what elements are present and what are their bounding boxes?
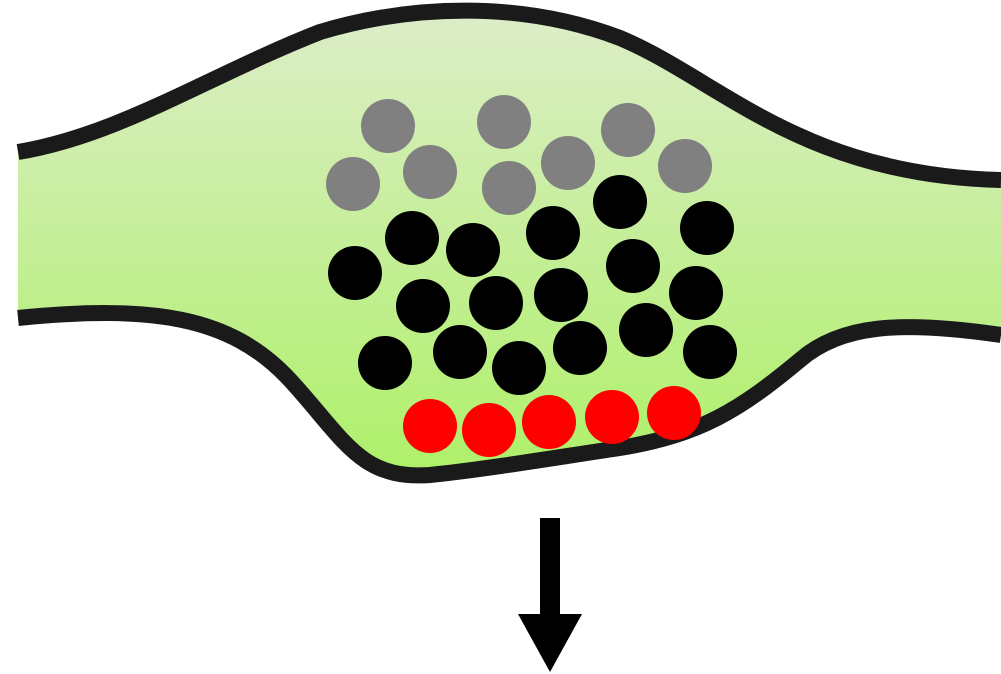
- red-particle: [522, 395, 576, 449]
- arrow-head: [518, 614, 582, 672]
- gray-particle: [361, 99, 415, 153]
- gray-particle: [403, 145, 457, 199]
- vessel-fill: [18, 11, 1001, 476]
- black-particle: [469, 276, 523, 330]
- black-particle: [492, 341, 546, 395]
- gray-particle: [326, 157, 380, 211]
- black-particle: [669, 266, 723, 320]
- arrow-shaft: [540, 518, 560, 620]
- gray-particle: [658, 139, 712, 193]
- red-particle: [462, 403, 516, 457]
- black-particle: [534, 268, 588, 322]
- vessel: [18, 11, 1001, 476]
- black-particle: [683, 325, 737, 379]
- black-particle: [606, 239, 660, 293]
- red-particle: [647, 386, 701, 440]
- red-particle: [585, 390, 639, 444]
- black-particle: [433, 325, 487, 379]
- gray-particle: [601, 103, 655, 157]
- red-particle: [403, 399, 457, 453]
- black-particle: [358, 336, 412, 390]
- gray-particle: [477, 95, 531, 149]
- black-particle: [446, 223, 500, 277]
- gray-particle: [541, 136, 595, 190]
- black-particle: [396, 279, 450, 333]
- down-arrow: [518, 518, 582, 672]
- black-particle: [680, 201, 734, 255]
- black-particle: [328, 246, 382, 300]
- gray-particle: [482, 161, 536, 215]
- black-particle: [553, 321, 607, 375]
- black-particle: [619, 303, 673, 357]
- black-particle: [593, 175, 647, 229]
- black-particle: [526, 206, 580, 260]
- black-particle: [385, 211, 439, 265]
